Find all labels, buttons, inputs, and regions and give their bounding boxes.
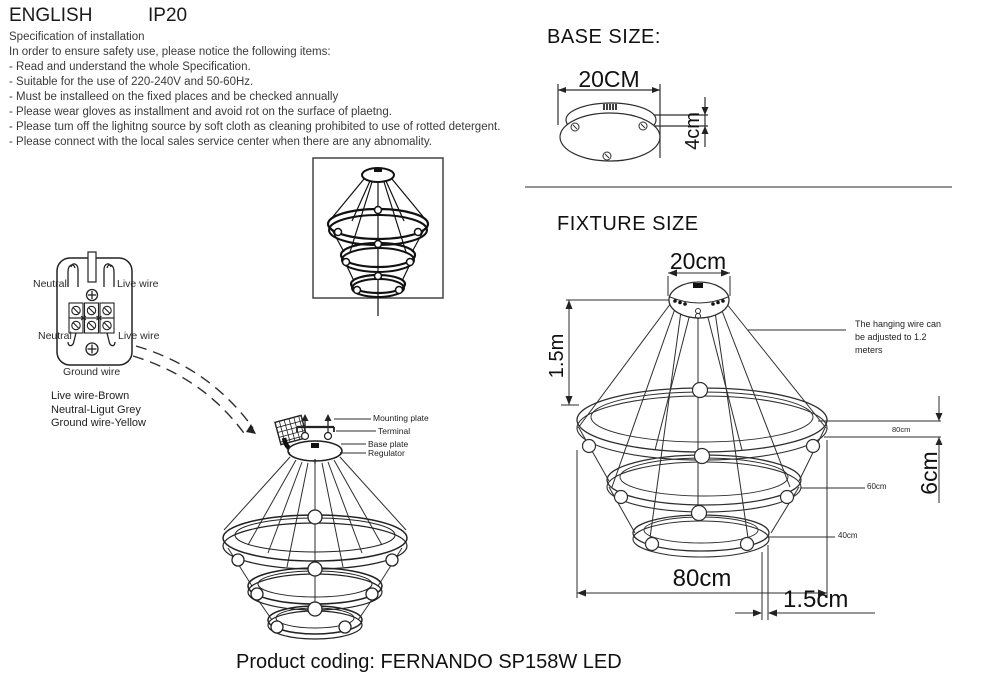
spec-item: - Please wear gloves as installment and … (9, 106, 392, 118)
product-coding: Product coding: FERNANDO SP158W LED (236, 651, 622, 673)
ip-rating-label: IP20 (148, 5, 188, 26)
wire-color-live: Live wire-Brown (51, 390, 130, 402)
spec-item: - Read and understand the whole Specific… (9, 61, 251, 73)
fixture-wires (577, 302, 827, 539)
ring3-diameter-label: 40cm (838, 531, 858, 540)
regulator-label: Regulator (368, 448, 405, 458)
wire-color-key: Live wire-Brown Neutral-Ligut Grey Groun… (51, 390, 201, 431)
fixture-dimensions (561, 269, 943, 620)
fixture-beads (581, 381, 821, 552)
wire-color-neutral: Neutral-Ligut Grey (51, 403, 141, 416)
wire-color-ground: Ground wire-Yellow (51, 417, 146, 429)
base-screws (570, 121, 648, 161)
fixture-canopy (668, 281, 730, 319)
base-diameter-label: 20CM (578, 66, 640, 92)
ring-beads (231, 509, 399, 634)
base-height-label: 4cm (682, 112, 704, 150)
thumbnail-chandelier (326, 167, 430, 316)
fixture-rings (576, 387, 828, 558)
wiring-terminal-box (56, 251, 133, 366)
hanging-height-label: 1.5m (546, 333, 568, 379)
ring2-diameter-label: 60cm (867, 482, 887, 491)
installation-drawing (222, 414, 408, 640)
canopy (287, 440, 343, 464)
neutral-top-label: Neutral (33, 278, 67, 290)
ground-screw-top (85, 288, 99, 302)
base-plate-label: Base plate (368, 439, 409, 449)
spec-item: - Must be installeed on the fixed places… (9, 91, 339, 103)
base-plate-drawing (557, 84, 709, 162)
terminal-strip (68, 302, 115, 334)
fixture-drawing (576, 281, 828, 558)
language-label: ENGLISH (9, 5, 93, 26)
spec-item: - Please tum off the lighitng source by … (9, 121, 501, 133)
canopy-diameter-label: 20cm (669, 248, 727, 274)
hanging-wire-note: The hanging wire can be adjusted to 1.2 … (855, 319, 942, 355)
spec-item: - Please connect with the local sales se… (9, 136, 432, 148)
spec-intro: In order to ensure safety use, please no… (9, 46, 331, 58)
terminal-label: Terminal (378, 426, 411, 436)
fixture-size-title: FIXTURE SIZE (557, 213, 699, 235)
ring1-diameter-label: 80cm (892, 425, 911, 434)
ring-height-label: 6cm (916, 451, 942, 495)
wire-hooks-bottom (67, 332, 116, 347)
live-mid-label: Live wire (118, 330, 160, 342)
neutral-mid-label: Neutral (38, 330, 72, 342)
overall-diameter-label: 80cm (672, 565, 732, 592)
live-top-label: Live wire (117, 278, 159, 290)
spec-item: - Suitable for the use of 220-240V and 5… (9, 76, 254, 88)
spec-title: Specification of installation (9, 31, 145, 43)
ground-screw-bottom (85, 342, 99, 356)
connector-hatch-icon (603, 104, 617, 110)
connection-dashed-arrow (132, 345, 256, 437)
mounting-plate-label: Mounting plate (373, 413, 429, 423)
mounting-bracket (296, 414, 335, 441)
ring-width-label: 1.5cm (783, 586, 849, 613)
ground-wire-label: Ground wire (63, 366, 121, 378)
wire-hooks-top (67, 263, 115, 287)
spec-block: Specification of installation In order t… (9, 30, 500, 150)
base-size-title: BASE SIZE: (547, 26, 661, 48)
